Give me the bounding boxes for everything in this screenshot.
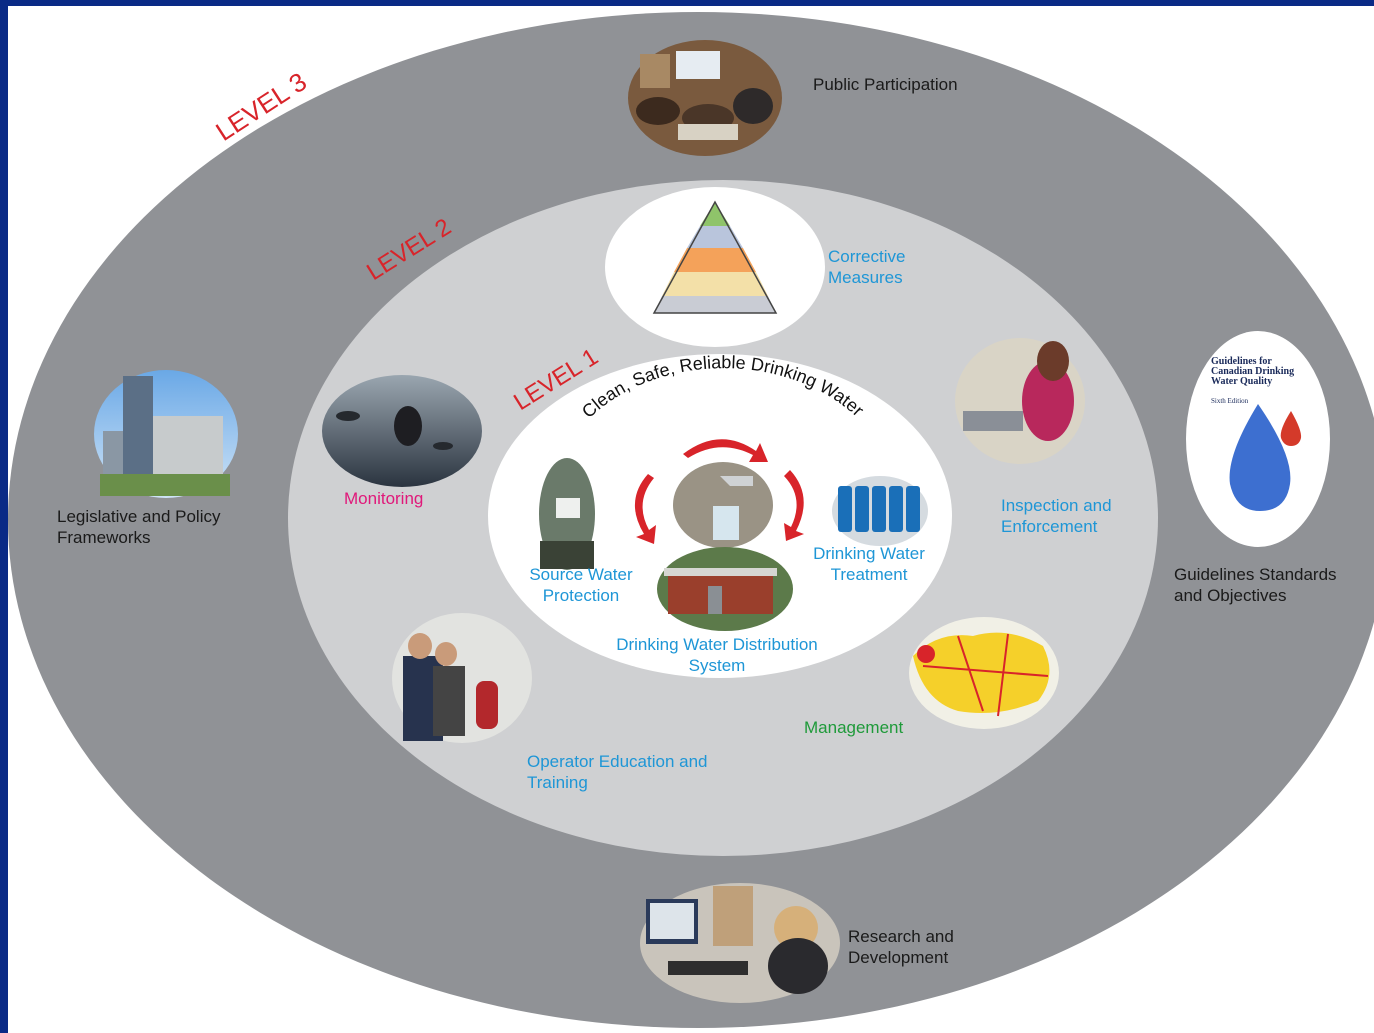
corrective-measures-label: Corrective Measures (828, 247, 906, 287)
research-label: Research and Development (848, 927, 954, 967)
diagram-canvas: LEVEL 3 LEVEL 2 LEVEL 1 Clean, Safe, Rel… (8, 6, 1374, 1033)
tap-water-photo (673, 462, 773, 548)
corrective-measures-pyramid-image (605, 187, 825, 347)
monitoring-label: Monitoring (344, 489, 424, 508)
guidelines-label: Guidelines Standards and Objectives (1174, 565, 1337, 605)
legislative-building-photo (94, 370, 238, 498)
operator-training-photo (392, 613, 532, 743)
cycle-arrows-icon (634, 439, 804, 544)
monitoring-photo (322, 375, 482, 487)
public-participation-photo (628, 40, 782, 156)
book-cover-edition: Sixth Edition (1211, 397, 1249, 405)
operator-education-label: Operator Education and Training (527, 752, 708, 792)
distribution-building-photo (657, 547, 793, 631)
inspection-photo (955, 338, 1085, 464)
treatment-label: Drinking Water Treatment (813, 544, 925, 584)
source-water-photo (539, 458, 595, 570)
management-label: Management (804, 718, 904, 737)
treatment-tanks-photo (832, 476, 928, 546)
source-water-label: Source Water Protection (529, 565, 633, 605)
management-map-image (909, 617, 1059, 729)
public-participation-label: Public Participation (813, 75, 958, 94)
book-cover-title: Guidelines for Canadian Drinking Water Q… (1211, 356, 1295, 387)
research-photo (640, 883, 840, 1003)
legislative-label: Legislative and Policy Frameworks (57, 507, 221, 547)
ring-graphics: LEVEL 3 LEVEL 2 LEVEL 1 Clean, Safe, Rel… (8, 12, 1374, 1028)
distribution-label: Drinking Water Distribution System (616, 635, 818, 675)
guidelines-book-cover (1186, 331, 1330, 547)
inspection-label: Inspection and Enforcement (1001, 496, 1112, 536)
